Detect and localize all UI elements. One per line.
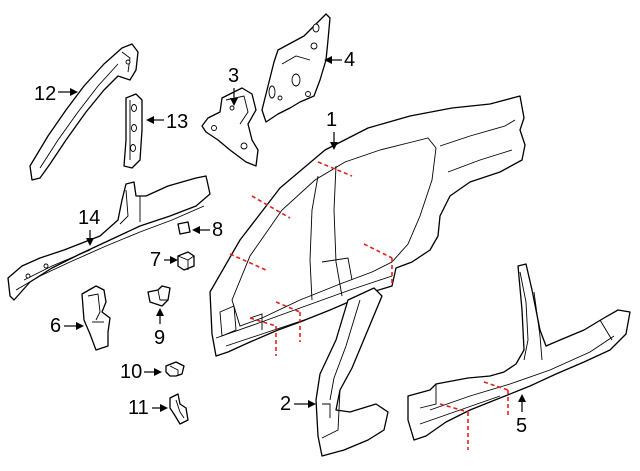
part-13-pillar-reinforcement[interactable]: [123, 93, 143, 169]
part-10-clip[interactable]: [165, 361, 185, 377]
part-8-plate[interactable]: [177, 221, 191, 235]
part-12-a-pillar[interactable]: [29, 43, 139, 181]
part-9-bracket[interactable]: [147, 285, 171, 307]
part-4-inner-panel[interactable]: [261, 13, 331, 123]
part-11-clip[interactable]: [169, 393, 189, 425]
part-6-reinforcement[interactable]: [81, 285, 111, 351]
callout-10: 10: [120, 361, 142, 383]
callout-12: 12: [34, 83, 56, 105]
callout-4: 4: [344, 49, 355, 71]
part-7-block[interactable]: [177, 251, 195, 271]
callout-1: 1: [326, 109, 337, 131]
part-1-body-side-panel[interactable]: [209, 95, 526, 357]
part-3-bracket[interactable]: [201, 87, 259, 167]
part-2-pillar-reinforcement[interactable]: [315, 287, 389, 457]
callout-2: 2: [280, 393, 291, 415]
callout-3: 3: [228, 65, 239, 87]
callout-11: 11: [128, 397, 149, 419]
callout-7: 7: [150, 249, 161, 271]
callout-14: 14: [78, 207, 100, 229]
callout-6: 6: [50, 315, 61, 337]
part-1-cut-lines: [229, 161, 393, 356]
part-5-cut-lines: [439, 381, 509, 450]
part-14-rocker-reinforcement[interactable]: [7, 175, 211, 301]
callout-9: 9: [154, 327, 165, 349]
callout-13: 13: [166, 111, 188, 133]
part-5-rocker-panel[interactable]: [407, 263, 631, 441]
callout-5: 5: [516, 415, 527, 437]
callout-8: 8: [212, 219, 223, 241]
